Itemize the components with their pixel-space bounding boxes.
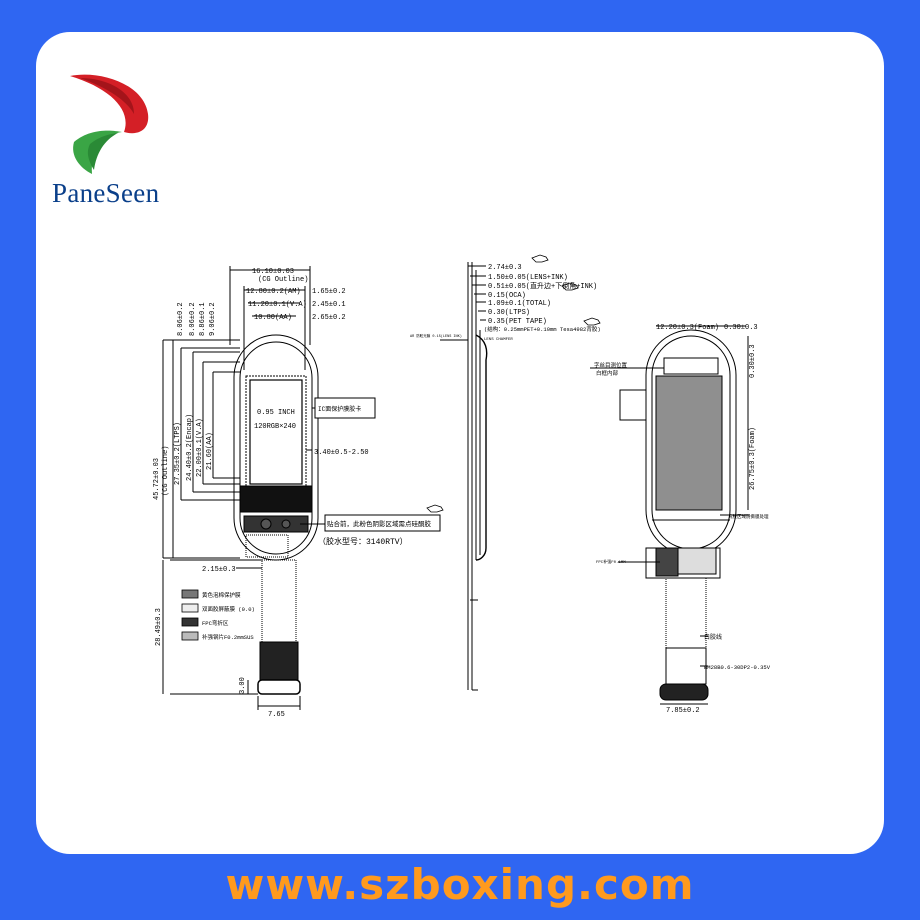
- dim-va-height: 22.00±0.1(V.A): [196, 418, 204, 477]
- side-dim-4: 0.15(OCA): [488, 292, 526, 300]
- dim-fpc-length: 28.49±0.3: [155, 608, 163, 646]
- back-connector: [659, 683, 709, 701]
- logo-green-ribbon-shade: [87, 133, 118, 170]
- legend-label-2: 双面胶屏蔽膜 (0.0): [202, 605, 255, 613]
- dim-ltps: 27.35±0.2(LTPS): [174, 422, 182, 485]
- logo-green-ribbon: [73, 130, 122, 174]
- dim-fpc-offset: 2.15±0.3: [202, 566, 236, 574]
- glue-note-box: [324, 514, 441, 532]
- dim-encap: 24.40±0.2(Encap): [186, 414, 194, 481]
- back-dim-top-gap: 0.30±0.3: [749, 344, 757, 378]
- legend-label-3: FPC弯折区: [202, 619, 229, 627]
- side-dim-3: 0.51±0.05(直升边+下倒角+INK): [488, 281, 597, 291]
- back-label-2: 白框内部: [596, 369, 619, 377]
- side-lens-label: LENS CHAMFER: [484, 338, 513, 342]
- front-active-area: [249, 379, 303, 485]
- back-label-5: 白胶线: [704, 633, 722, 641]
- front-fpc-dark: [259, 641, 299, 681]
- brand-name: PaneSeen: [52, 178, 160, 208]
- legend: [181, 589, 199, 641]
- dim-aa-width: 10.80(AA): [254, 314, 292, 322]
- glue-note: 贴合前，此粉色阴影区域需点硅酮胶: [327, 519, 432, 528]
- back-view-text: 12.20±0.3(Foam) 0.30±0.3 0.30±0.3 26.75±…: [594, 324, 771, 715]
- dim-connector-height: 3.00: [239, 677, 247, 694]
- legend-swatch-4: [181, 631, 199, 641]
- side-structure-note: (结构：0.25mmPET+0.10mm Tesa4982背胶): [484, 325, 601, 333]
- back-top-label-box: [663, 357, 719, 375]
- legend-text: 黄色泡棉保护膜 双面胶屏蔽膜 (0.0) FPC弯折区 补强钢片F0.2mmSU…: [202, 591, 255, 641]
- front-view-text: 16.10±0.03 (CG Outline) 12.80±0.2(AM) 1.…: [153, 268, 432, 719]
- dim-aa-height: 21.60(AA): [206, 432, 214, 470]
- dim-left-4: 9.06±0.2: [209, 302, 217, 336]
- side-view-text: 2.74±0.3 1.50±0.05(LENS+INK) 0.51±0.05(直…: [410, 264, 601, 342]
- back-dim-top-offset: 0.30±0.3: [724, 324, 758, 332]
- dim-cg-outline-left: (CG Outline): [162, 446, 170, 496]
- front-view: [162, 266, 441, 710]
- screen-size-label: 0.95 INCH: [257, 409, 295, 417]
- dim-va-width: 11.20±0.1(V.A): [248, 301, 307, 309]
- glue-model: （胶水型号：3140RTV）: [318, 536, 408, 547]
- dim-total-height: 45.72±0.03: [153, 458, 161, 500]
- back-label-3: 背胶区域防撕膜处理: [728, 513, 769, 520]
- legend-swatch-3: [181, 617, 199, 627]
- side-dim-6: 0.30(LTPS): [488, 309, 530, 317]
- side-dim-5: 1.09±0.1(TOTAL): [488, 300, 551, 308]
- dim-left-2: 8.06±0.2: [189, 302, 197, 336]
- side-dim-1: 2.74±0.3: [488, 264, 522, 272]
- back-dim-foam-width: 12.20±0.3(Foam): [656, 324, 719, 332]
- back-label-4: FPC补强F0.1MM: [596, 558, 626, 565]
- back-foam-area: [655, 375, 723, 511]
- side-left-label: AR 防眩光膜 0.15(LENS INK): [410, 333, 462, 339]
- side-label: IC面保护膜胶卡: [318, 405, 361, 413]
- dim-am: 12.80±0.2(AM): [246, 288, 301, 296]
- back-label-6: BM28B0.6-30DP2-0.35V: [704, 664, 771, 671]
- dim-aa-offset: 2.65±0.2: [312, 314, 346, 322]
- dim-left-1: 8.06±0.2: [177, 302, 185, 336]
- dim-cg-width: 16.10±0.03: [252, 268, 294, 276]
- front-ic-area: [239, 485, 313, 513]
- legend-label-4: 补强钢片F0.2mmSUS: [202, 633, 254, 641]
- back-dim-connector: 7.85±0.2: [666, 707, 700, 715]
- back-fpc: [665, 577, 707, 649]
- front-connector: [257, 679, 301, 695]
- back-label-1: 字丝目测位置: [594, 361, 628, 369]
- dim-cg-outline-top: (CG Outline): [258, 276, 308, 284]
- pointing-hand-icon: [426, 254, 601, 513]
- side-dim-2: 1.50±0.05(LENS+INK): [488, 274, 568, 282]
- side-dim-7: 0.35(PET TAPE): [488, 318, 547, 326]
- screen-resolution-label: 120RGB×240: [254, 423, 296, 431]
- legend-swatch-1: [181, 589, 199, 599]
- logo-red-ribbon-shade: [80, 78, 134, 114]
- website-url[interactable]: www.szboxing.com: [225, 860, 695, 909]
- dim-connector-width: 7.65: [268, 711, 285, 719]
- dim-am-offset: 1.65±0.2: [312, 288, 346, 296]
- paneseen-logo-icon: [70, 74, 149, 174]
- legend-swatch-2: [181, 603, 199, 613]
- dim-va-offset: 2.45±0.1: [312, 301, 346, 309]
- content-card: [36, 32, 884, 854]
- back-view: [590, 325, 750, 705]
- legend-label-1: 黄色泡棉保护膜: [202, 591, 241, 599]
- dim-right-note: 3.40±0.5-2.50: [314, 449, 369, 457]
- side-view: [440, 262, 488, 691]
- dim-left-3: 8.86±0.1: [199, 302, 207, 336]
- logo-red-ribbon: [70, 74, 149, 134]
- back-dim-foam-height: 26.75±0.3(Foam): [749, 427, 757, 490]
